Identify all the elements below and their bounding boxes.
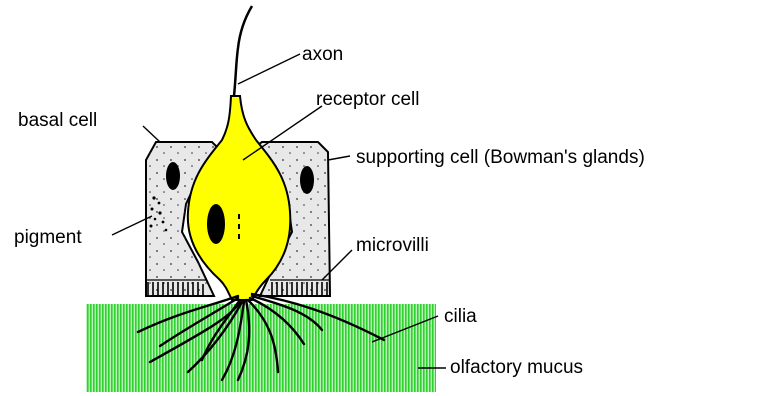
label-receptor-cell: receptor cell xyxy=(316,89,420,110)
left-supporting-nucleus xyxy=(166,162,180,190)
label-supporting-cell: supporting cell (Bowman's glands) xyxy=(356,147,645,168)
label-axon: axon xyxy=(302,44,343,65)
label-pigment: pigment xyxy=(14,227,82,248)
label-cilia: cilia xyxy=(444,306,477,327)
label-microvilli: microvilli xyxy=(356,235,429,256)
label-olfactory-mucus: olfactory mucus xyxy=(450,357,583,378)
receptor-axon xyxy=(234,6,252,96)
label-basal-cell: basal cell xyxy=(18,110,97,131)
receptor-nucleus xyxy=(207,204,225,244)
right-supporting-nucleus xyxy=(300,166,314,194)
